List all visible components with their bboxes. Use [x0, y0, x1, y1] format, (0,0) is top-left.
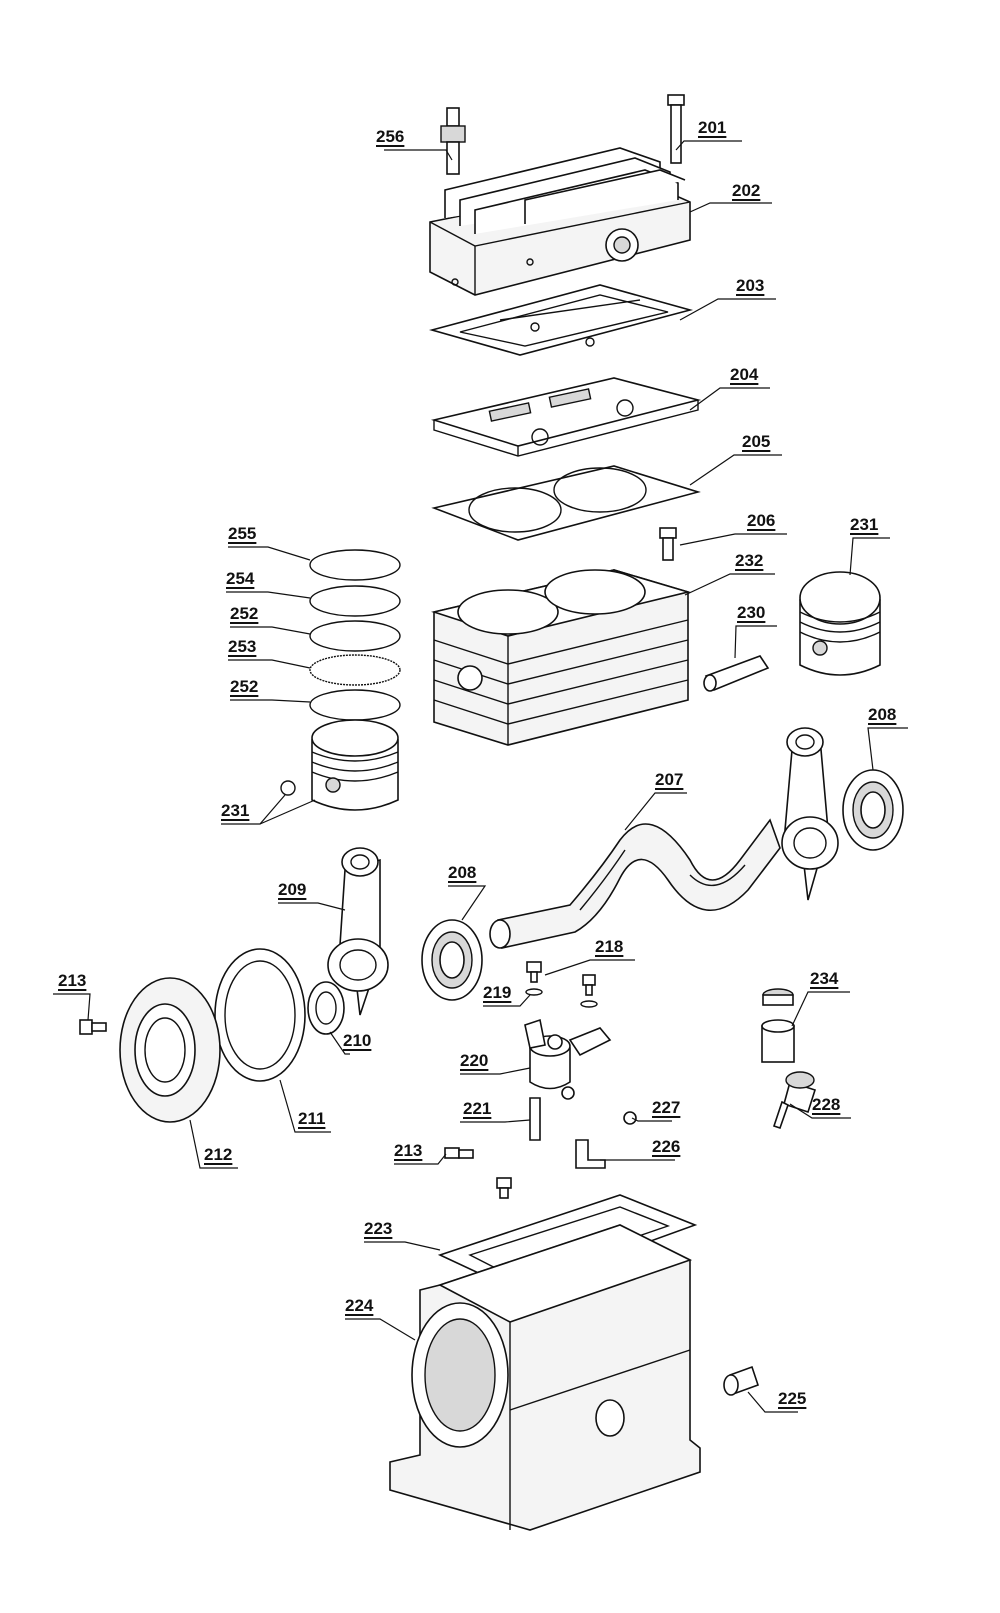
callout-209: 209: [278, 880, 307, 899]
callout-223: 223: [364, 1219, 393, 1238]
callout-231-left: 231: [221, 801, 250, 820]
nut-227: [623, 1111, 637, 1125]
callout-219: 219: [483, 983, 512, 1002]
bracket-226: [575, 1139, 606, 1169]
callout-224: 224: [345, 1296, 374, 1315]
callout-230: 230: [737, 603, 766, 622]
plug-228: [772, 1071, 817, 1130]
callout-213-left: 213: [58, 971, 87, 990]
gasket-211: [214, 948, 306, 1082]
callout-232: 232: [735, 551, 764, 570]
callout-225: 225: [778, 1389, 807, 1408]
end-cover-212: [119, 977, 221, 1123]
gasket-203: [428, 284, 694, 356]
callout-255: 255: [228, 524, 257, 543]
washers-219: [525, 988, 598, 1008]
head-fins: [444, 147, 686, 234]
piston-231-left: [280, 719, 399, 811]
callout-252-lower: 252: [230, 677, 259, 696]
piston-rings: [309, 549, 401, 721]
bolt-213-lower: [496, 1177, 512, 1199]
callout-206: 206: [747, 511, 776, 530]
bolt-206: [659, 527, 677, 561]
piston-231-right: [799, 571, 881, 676]
callout-254: 254: [226, 569, 255, 588]
bolt-213-left: [79, 1019, 107, 1035]
cylinder-block-232: [431, 569, 692, 746]
callout-256: 256: [376, 127, 405, 146]
leader-lines: [53, 140, 908, 1413]
callout-208-right: 208: [868, 705, 897, 724]
breather-234: [761, 988, 795, 1063]
callout-201: 201: [698, 118, 727, 137]
wrist-pin-230: [703, 655, 770, 692]
callout-226: 226: [652, 1137, 681, 1156]
valve-plate-204: [430, 377, 702, 457]
seal-210: [307, 981, 345, 1035]
callout-205: 205: [742, 432, 771, 451]
callout-204: 204: [730, 365, 759, 384]
callout-231-top: 231: [850, 515, 879, 534]
callout-234: 234: [810, 969, 839, 988]
bolt-213-center: [444, 1147, 474, 1159]
callout-221: 221: [463, 1099, 492, 1118]
crankcase-224: [389, 1224, 701, 1531]
dipper-220: [524, 1018, 612, 1100]
callout-211: 211: [298, 1109, 326, 1128]
screws-218: [526, 961, 596, 996]
callout-202: 202: [732, 181, 761, 200]
bearing-208-left: [421, 919, 483, 1001]
cylinder-head-202: [429, 147, 691, 296]
callout-210: 210: [343, 1031, 372, 1050]
callout-207: 207: [655, 770, 684, 789]
callout-228: 228: [812, 1095, 841, 1114]
callout-212: 212: [204, 1145, 233, 1164]
callout-213-center: 213: [394, 1141, 423, 1160]
callout-203: 203: [736, 276, 765, 295]
callout-252-upper: 252: [230, 604, 259, 623]
bearing-208-right: [842, 769, 904, 851]
bolt-201: [667, 94, 685, 164]
callout-208-left: 208: [448, 863, 477, 882]
crankshaft-207: [489, 818, 781, 949]
callout-220: 220: [460, 1051, 489, 1070]
drain-plug-225: [723, 1365, 760, 1396]
stud-256: [440, 107, 466, 175]
bracket-221: [529, 1097, 541, 1141]
callout-227: 227: [652, 1098, 681, 1117]
callout-218: 218: [595, 937, 624, 956]
connecting-rod-right: [781, 727, 839, 901]
callout-253: 253: [228, 637, 257, 656]
connecting-rod-209: [327, 847, 389, 1016]
gasket-205: [431, 465, 701, 541]
